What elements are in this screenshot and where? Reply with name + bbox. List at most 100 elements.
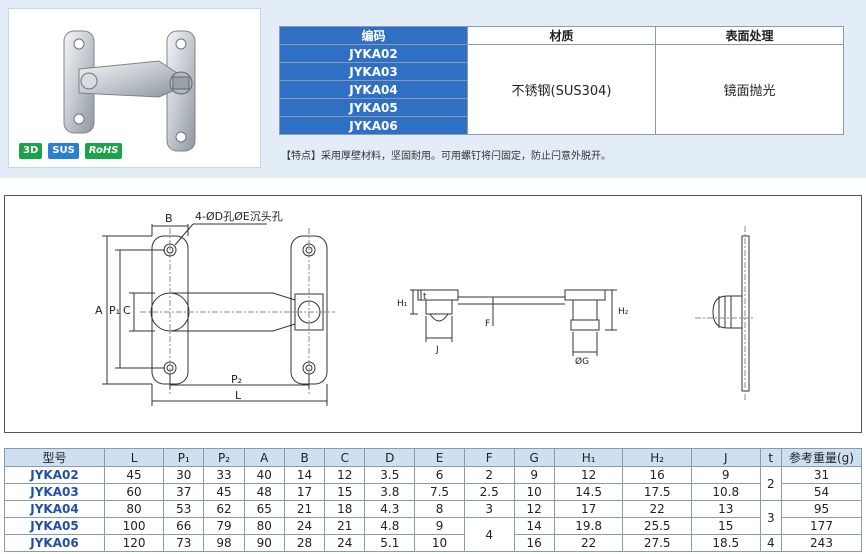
- spec-code[interactable]: JYKA05: [279, 98, 468, 117]
- spec-surface: 镜面抛光: [655, 44, 844, 135]
- dims-header: J: [690, 448, 761, 467]
- cell-h2: 16: [622, 466, 692, 484]
- cell-p2: 98: [203, 534, 245, 552]
- product-header: 3D SUS RoHS 编码 材质 表面处理 JYKA02 不锈钢(SUS304…: [0, 0, 866, 178]
- cell-l: 120: [103, 534, 165, 552]
- cell-p1: 53: [163, 500, 205, 518]
- cell-c: 18: [324, 500, 366, 518]
- cell-p1: 66: [163, 517, 205, 535]
- cell-p1: 30: [163, 466, 205, 484]
- spec-table: 编码 材质 表面处理 JYKA02 不锈钢(SUS304) 镜面抛光 JYKA0…: [279, 26, 844, 135]
- label-f: F: [485, 319, 490, 329]
- label-l: L: [235, 389, 242, 402]
- cell-p2: 33: [203, 466, 245, 484]
- cell-b: 14: [283, 466, 326, 484]
- spec-header-code: 编码: [279, 26, 468, 45]
- cell-d: 4.3: [364, 500, 416, 518]
- cell-g: 16: [513, 534, 555, 552]
- cell-h1: 12: [553, 466, 624, 484]
- spec-code[interactable]: JYKA04: [279, 80, 468, 99]
- dims-header: D: [364, 448, 416, 467]
- label-h2: H₂: [618, 307, 629, 317]
- table-row: JYKA06 120 73 98 90 28 24 5.1 10 16 22 2…: [4, 534, 862, 552]
- label-a: A: [95, 304, 103, 317]
- cell-e: 8: [414, 500, 465, 518]
- cell-h2: 27.5: [622, 534, 692, 552]
- cell-a: 80: [243, 517, 285, 535]
- feature-text: 【特点】采用厚壁材料，坚固耐用。可用螺钉将闩固定，防止闩意外脱开。: [281, 151, 611, 162]
- cell-f: 4: [463, 517, 515, 552]
- table-row: JYKA03 60 37 45 48 17 15 3.8 7.5 2.5 10 …: [4, 483, 862, 501]
- cell-c: 12: [324, 466, 366, 484]
- spec-code[interactable]: JYKA06: [279, 116, 468, 135]
- cell-b: 28: [283, 534, 326, 552]
- cell-f: 2.5: [463, 483, 515, 501]
- cell-d: 4.8: [364, 517, 416, 535]
- badge-sus: SUS: [48, 143, 79, 159]
- cell-model[interactable]: JYKA06: [4, 534, 105, 552]
- spec-code[interactable]: JYKA03: [279, 62, 468, 81]
- cell-t: 2: [759, 466, 783, 501]
- end-view-knob: [712, 295, 742, 329]
- cell-b: 24: [283, 517, 326, 535]
- dims-header: 型号: [4, 448, 105, 467]
- cell-g: 9: [513, 466, 555, 484]
- cell-model[interactable]: JYKA05: [4, 517, 105, 535]
- cell-p2: 62: [203, 500, 245, 518]
- cell-l: 100: [103, 517, 165, 535]
- cell-l: 80: [103, 500, 165, 518]
- badge-row: 3D SUS RoHS: [19, 143, 123, 159]
- cell-f: 2: [463, 466, 515, 484]
- cell-c: 24: [324, 534, 366, 552]
- dims-header: F: [463, 448, 515, 467]
- cell-t: 4: [759, 534, 783, 552]
- cell-d: 3.8: [364, 483, 416, 501]
- cell-a: 65: [243, 500, 285, 518]
- spec-code[interactable]: JYKA02: [279, 44, 468, 63]
- dimension-table: 型号 L P₁ P₂ A B C D E F G H₁ H₂ J t 参考重量(…: [4, 448, 862, 552]
- cell-c: 21: [324, 517, 366, 535]
- cell-p1: 37: [163, 483, 205, 501]
- spec-material: 不锈钢(SUS304): [467, 44, 656, 135]
- cell-h2: 17.5: [622, 483, 692, 501]
- cell-a: 90: [243, 534, 285, 552]
- label-p1: P₁: [109, 304, 120, 317]
- cell-e: 6: [414, 466, 465, 484]
- badge-3d[interactable]: 3D: [19, 143, 43, 159]
- cell-j: 18.5: [690, 534, 761, 552]
- spec-header-surface: 表面处理: [655, 26, 844, 45]
- cell-weight: 54: [781, 483, 862, 501]
- cell-j: 13: [690, 500, 761, 518]
- dims-header: H₂: [622, 448, 692, 467]
- label-hole-note: 4-ØD孔ØE沉头孔: [195, 210, 283, 223]
- dims-header-row: 型号 L P₁ P₂ A B C D E F G H₁ H₂ J t 参考重量(…: [4, 448, 862, 467]
- cell-d: 5.1: [364, 534, 416, 552]
- cell-weight: 95: [781, 500, 862, 518]
- cell-h1: 19.8: [553, 517, 624, 535]
- cell-c: 15: [324, 483, 366, 501]
- cell-p2: 79: [203, 517, 245, 535]
- badge-rohs: RoHS: [84, 143, 123, 159]
- cell-weight: 31: [781, 466, 862, 484]
- dims-header: C: [324, 448, 366, 467]
- table-row: JYKA02 45 30 33 40 14 12 3.5 6 2 9 12 16…: [4, 466, 862, 501]
- cell-model[interactable]: JYKA03: [4, 483, 105, 501]
- cell-h1: 14.5: [553, 483, 624, 501]
- cell-g: 14: [513, 517, 555, 535]
- table-row: JYKA04 80 53 62 65 21 18 4.3 8 3 12 17 2…: [4, 500, 862, 535]
- dims-header: B: [283, 448, 326, 467]
- table-row: JYKA05 100 66 79 80 24 21 4.8 9 4 14 19.…: [4, 517, 862, 552]
- cell-j: 9: [690, 466, 761, 484]
- cell-h2: 22: [622, 500, 692, 518]
- dims-header: L: [103, 448, 165, 467]
- dims-header: A: [243, 448, 285, 467]
- cell-p1: 73: [163, 534, 205, 552]
- cell-model[interactable]: JYKA04: [4, 500, 105, 518]
- dims-header: G: [513, 448, 555, 467]
- label-h1: H₁: [397, 299, 408, 309]
- dims-header: H₁: [553, 448, 624, 467]
- cell-weight: 243: [781, 534, 862, 552]
- cell-g: 10: [513, 483, 555, 501]
- label-t: t: [423, 292, 427, 302]
- cell-model[interactable]: JYKA02: [4, 466, 105, 484]
